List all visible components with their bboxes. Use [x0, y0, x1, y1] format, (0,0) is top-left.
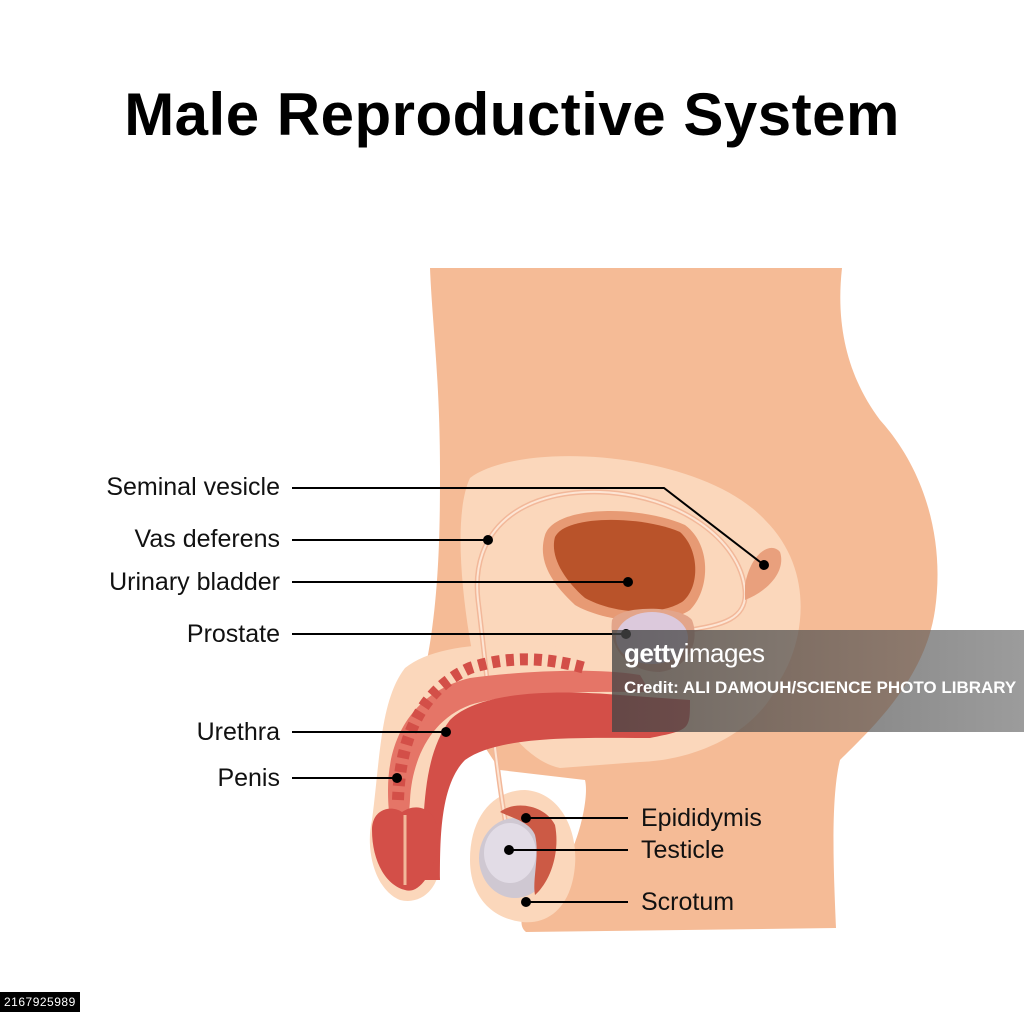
getty-logo: gettyimages [624, 638, 765, 669]
label-prostate: Prostate [186, 620, 280, 648]
getty-logo-light: images [683, 638, 765, 668]
corpus-shape [388, 670, 650, 830]
label-scrotum: Scrotum [641, 888, 735, 916]
label-urethra: Urethra [196, 718, 280, 746]
label-seminal-vesicle: Seminal vesicle [106, 473, 280, 501]
diagram-title: Male Reproductive System [124, 81, 900, 148]
getty-logo-bold: getty [624, 638, 684, 668]
label-testicle: Testicle [641, 836, 725, 864]
leader-dots [392, 535, 769, 907]
epididymis-shape [500, 805, 557, 895]
spongiosum-dashes [392, 653, 587, 801]
getty-watermark: gettyimages Credit: ALI DAMOUH/SCIENCE P… [612, 630, 1024, 732]
leader-lines [292, 487, 765, 903]
label-urinary-bladder: Urinary bladder [109, 568, 280, 596]
image-credit: Credit: ALI DAMOUH/SCIENCE PHOTO LIBRARY [624, 678, 1017, 697]
label-penis: Penis [217, 764, 280, 792]
urinary-bladder-shape [553, 519, 696, 612]
urethra-tube [420, 692, 690, 880]
label-epididymis: Epididymis [641, 804, 762, 832]
image-id: 2167925989 [0, 992, 80, 1012]
seminal-vesicle-shape [745, 547, 782, 600]
label-vas-deferens: Vas deferens [134, 525, 280, 553]
